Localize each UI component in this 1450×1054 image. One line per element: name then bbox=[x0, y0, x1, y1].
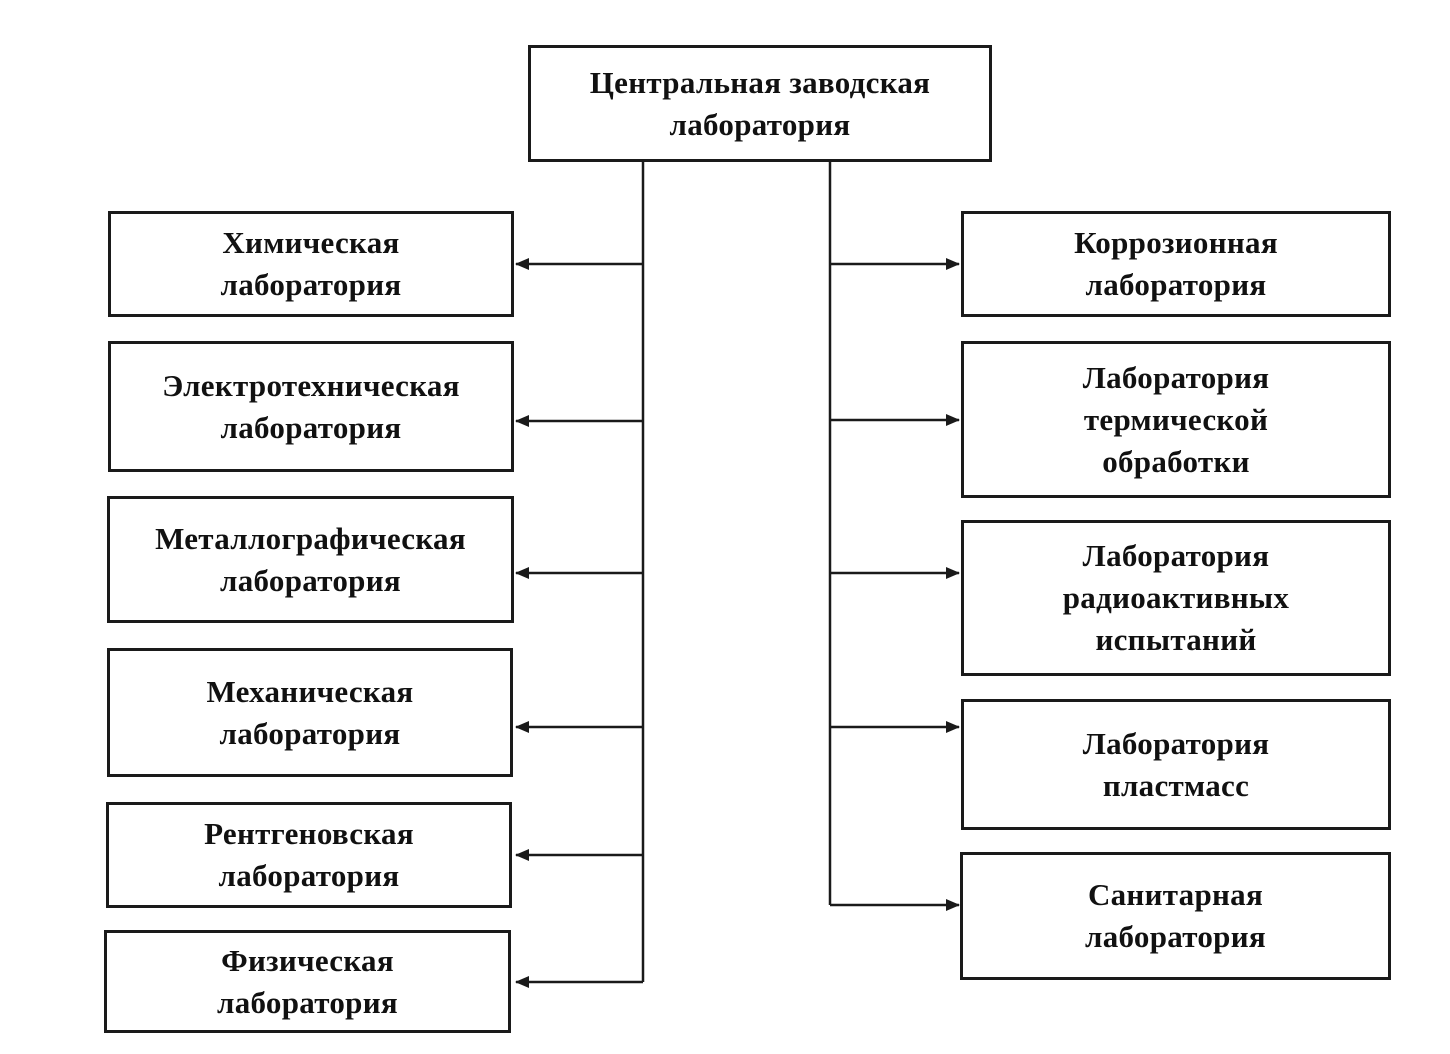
plastics-lab-label: Лаборатория пластмасс bbox=[1082, 725, 1270, 803]
corrosion-lab-box: Коррозионная лаборатория bbox=[961, 211, 1391, 317]
physical-lab-label: Физическая лаборатория bbox=[217, 942, 398, 1020]
radioactive-testing-lab-box: Лаборатория радиоактивных испытаний bbox=[961, 520, 1391, 676]
heat-treatment-lab-box: Лаборатория термической обработки bbox=[961, 341, 1391, 498]
central-lab-box: Центральная заводская лаборатория bbox=[528, 45, 992, 162]
corrosion-lab-label: Коррозионная лаборатория bbox=[1074, 225, 1278, 302]
sanitary-lab-label: Санитарная лаборатория bbox=[1085, 877, 1266, 954]
sanitary-lab-box: Санитарная лаборатория bbox=[960, 852, 1391, 980]
mechanical-lab-box: Механическая лаборатория bbox=[107, 648, 513, 777]
mechanical-lab-label: Механическая лаборатория bbox=[206, 673, 414, 751]
radioactive-testing-lab-label: Лаборатория радиоактивных испытаний bbox=[1062, 538, 1290, 657]
chemical-lab-label: Химическая лаборатория bbox=[220, 225, 402, 302]
electrotechnical-lab-box: Электротехническая лаборатория bbox=[108, 341, 514, 472]
xray-lab-box: Рентгеновская лаборатория bbox=[106, 802, 512, 908]
heat-treatment-lab-label: Лаборатория термической обработки bbox=[1082, 359, 1270, 479]
central-lab-label: Центральная заводская лаборатория bbox=[589, 64, 931, 142]
metallographic-lab-label: Металлографическая лаборатория bbox=[155, 520, 466, 598]
chemical-lab-box: Химическая лаборатория bbox=[108, 211, 514, 317]
metallographic-lab-box: Металлографическая лаборатория bbox=[107, 496, 514, 623]
plastics-lab-box: Лаборатория пластмасс bbox=[961, 699, 1391, 830]
electrotechnical-lab-label: Электротехническая лаборатория bbox=[162, 367, 460, 445]
physical-lab-box: Физическая лаборатория bbox=[104, 930, 511, 1033]
xray-lab-label: Рентгеновская лаборатория bbox=[204, 816, 414, 893]
